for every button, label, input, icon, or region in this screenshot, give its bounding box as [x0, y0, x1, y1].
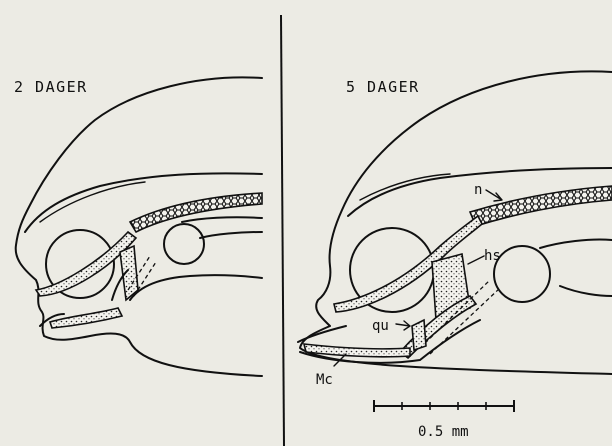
meckels-cartilage-5-days — [304, 344, 410, 357]
panel-title-5-days: 5 DAGER — [346, 78, 420, 96]
arrow-qu — [396, 321, 410, 330]
label-hs: hs — [484, 248, 501, 264]
label-n: n — [474, 182, 482, 198]
hyosymplectic-2-days — [120, 246, 138, 300]
quadrate-5-days — [412, 320, 426, 350]
panel-title-2-days: 2 DAGER — [14, 78, 88, 96]
gut-line-5-days — [540, 239, 612, 296]
label-qu: qu — [372, 318, 389, 334]
notochord-5-days — [470, 186, 612, 226]
jaw-cartilage-2-days — [50, 308, 122, 328]
arrow-hs — [468, 256, 484, 264]
panel-5-days: 5 DAGER n hs qu Mc — [298, 71, 612, 440]
yolk-line-2-days — [130, 275, 262, 300]
otic-vesicle-5-days — [494, 246, 550, 302]
arrow-n — [486, 190, 502, 201]
scale-bar-label: 0.5 mm — [418, 424, 469, 440]
otic-vesicle-2-days — [164, 224, 204, 264]
scale-bar: 0.5 mm — [374, 400, 514, 440]
panel-divider — [281, 15, 284, 446]
label-mc: Mc — [316, 372, 333, 388]
panel-2-days: 2 DAGER — [14, 77, 262, 376]
notochord-2-days — [130, 193, 262, 232]
